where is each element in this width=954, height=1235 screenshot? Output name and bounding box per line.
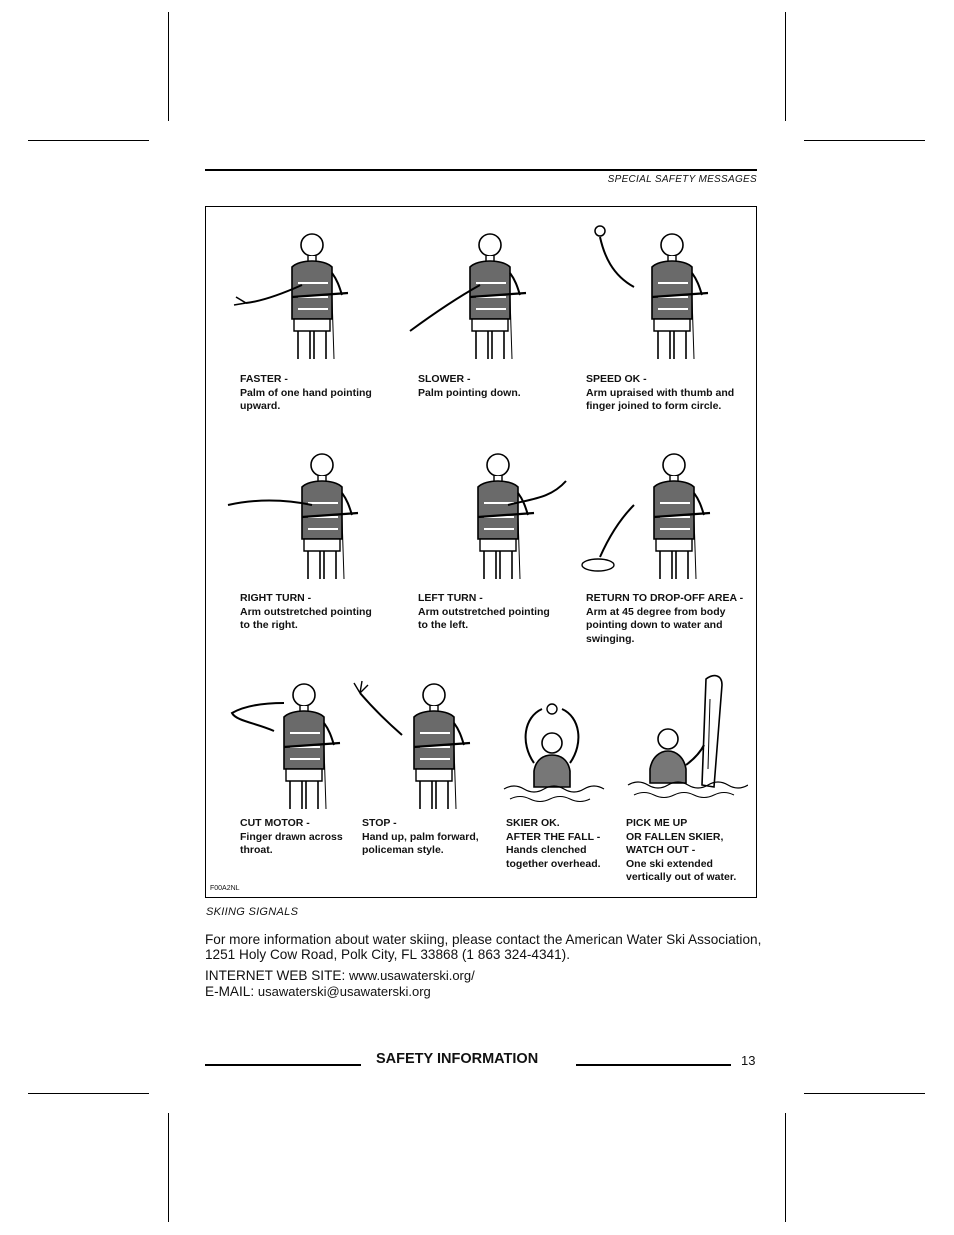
email-line: E-MAIL: usawaterski@usawaterski.org [205, 984, 475, 1000]
crop-mark [168, 1113, 169, 1222]
cut-motor-caption: CUT MOTOR -Finger drawn across throat. [240, 817, 343, 856]
return-to-drop-off-signal-illustration [576, 443, 726, 583]
footer-rule-right [576, 1064, 731, 1066]
footer-title: SAFETY INFORMATION [376, 1051, 539, 1067]
left-turn-caption: LEFT TURN -Arm outstretched pointing to … [418, 592, 550, 631]
crop-mark [804, 140, 925, 141]
email-label: E-MAIL: [205, 984, 255, 999]
crop-mark [28, 1093, 149, 1094]
crop-mark [28, 140, 149, 141]
speed-ok-caption: SPEED OK -Arm upraised with thumb and fi… [586, 373, 735, 412]
left-turn-signal-illustration [410, 443, 570, 583]
web-site-line: INTERNET WEB SITE: www.usawaterski.org/ [205, 968, 475, 984]
section-label: SPECIAL SAFETY MESSAGES [607, 174, 757, 185]
slower-caption: SLOWER -Palm pointing down. [418, 373, 521, 399]
header-rule [205, 169, 757, 171]
skiing-signals-figure: FASTER -Palm of one hand pointing upward… [205, 206, 757, 898]
slower-signal-illustration [402, 223, 542, 363]
page-number: 13 [741, 1053, 756, 1068]
web-site-link[interactable]: www.usawaterski.org/ [349, 968, 475, 983]
cut-motor-signal-illustration [226, 673, 346, 813]
speed-ok-signal-illustration [584, 215, 724, 363]
skier-ok-signal-illustration [500, 703, 610, 813]
footer-rule-left [205, 1064, 361, 1066]
pick-me-up-signal-illustration [624, 669, 748, 809]
right-turn-signal-illustration [224, 443, 374, 583]
figure-caption: SKIING SIGNALS [206, 906, 299, 918]
faster-signal-illustration [224, 223, 364, 363]
figure-id: F00A2NL [210, 885, 240, 892]
stop-signal-illustration [346, 673, 486, 813]
crop-mark [168, 12, 169, 121]
skier-ok-caption: SKIER OK. AFTER THE FALL -Hands clenched… [506, 817, 601, 870]
info-paragraph: For more information about water skiing,… [205, 932, 762, 962]
crop-mark [785, 1113, 786, 1222]
web-site-label: INTERNET WEB SITE: [205, 968, 346, 983]
right-turn-caption: RIGHT TURN -Arm outstretched pointing to… [240, 592, 372, 631]
stop-caption: STOP -Hand up, palm forward, policeman s… [362, 817, 479, 856]
email-link[interactable]: usawaterski@usawaterski.org [257, 984, 431, 999]
faster-caption: FASTER -Palm of one hand pointing upward… [240, 373, 372, 412]
contact-info: INTERNET WEB SITE: www.usawaterski.org/ … [205, 968, 475, 1000]
return-to-drop-off-caption: RETURN TO DROP-OFF AREA -Arm at 45 degre… [586, 592, 744, 645]
crop-mark [804, 1093, 925, 1094]
pick-me-up-caption: PICK ME UP OR FALLEN SKIER, WATCH OUT -O… [626, 817, 737, 883]
crop-mark [785, 12, 786, 121]
